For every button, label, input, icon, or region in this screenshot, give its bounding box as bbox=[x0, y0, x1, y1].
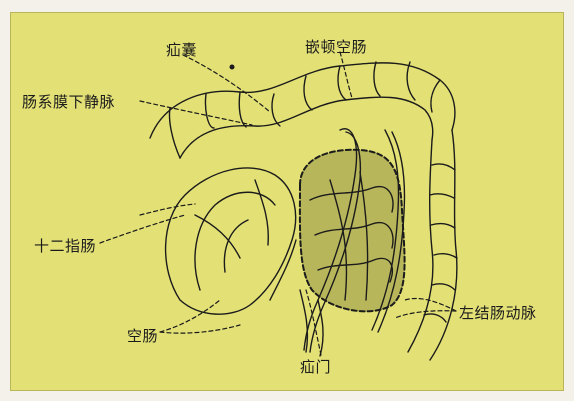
hernia-sac bbox=[300, 150, 405, 312]
label-jejunum: 空肠 bbox=[127, 325, 158, 346]
label-hernia-sac: 疝囊 bbox=[166, 39, 197, 60]
ink-dot bbox=[230, 65, 235, 70]
descending-colon bbox=[408, 130, 457, 360]
label-inferior-mesenteric-vein: 肠系膜下静脉 bbox=[22, 91, 115, 112]
transverse-colon bbox=[150, 62, 455, 158]
label-left-colic-artery: 左结肠动脉 bbox=[459, 302, 537, 323]
label-duodenum: 十二指肠 bbox=[34, 235, 96, 256]
label-incarcerated-jejunum: 嵌顿空肠 bbox=[305, 36, 367, 57]
label-hernia-orifice: 疝门 bbox=[300, 356, 331, 377]
jejunum-loops bbox=[166, 168, 296, 314]
